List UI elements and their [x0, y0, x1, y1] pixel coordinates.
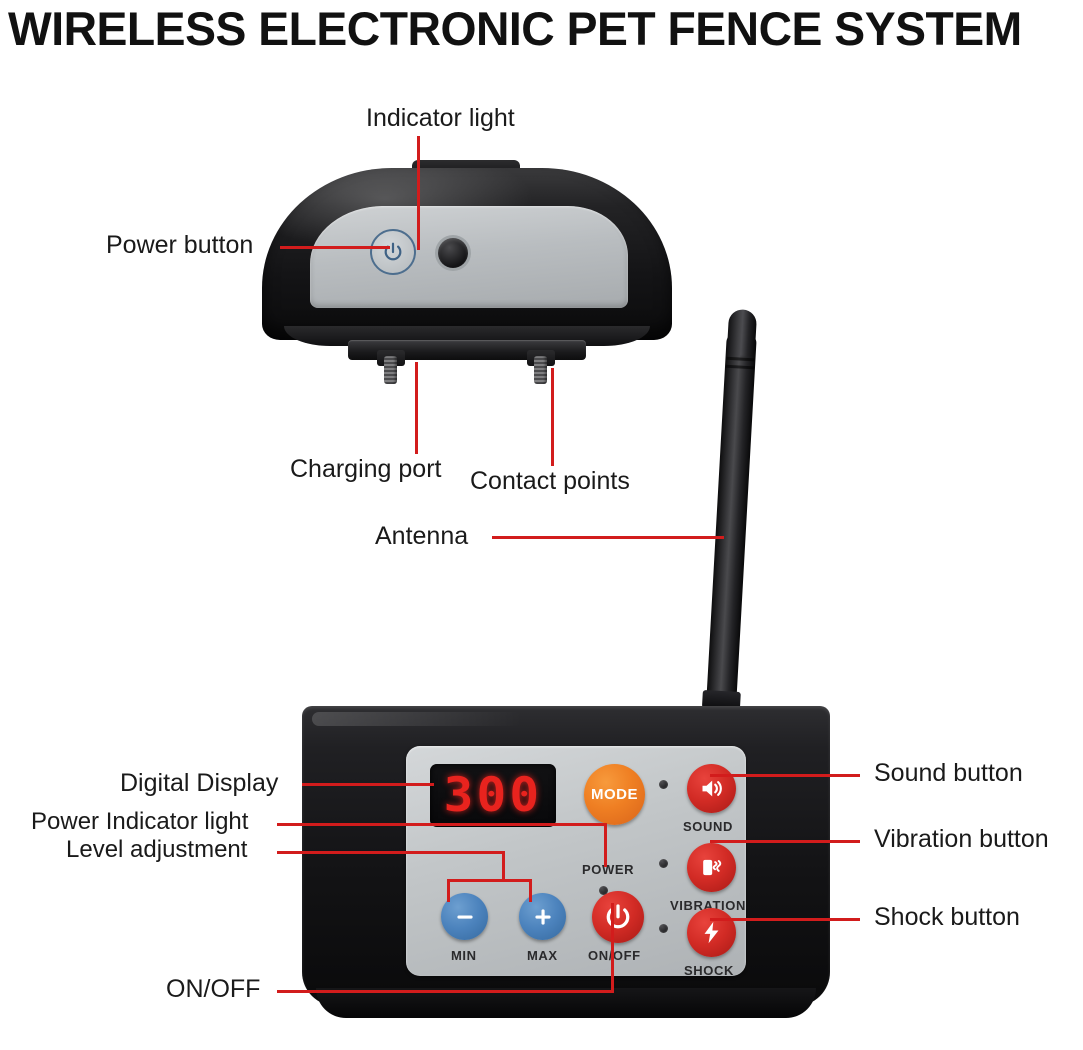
label-onoff: ON/OFF — [166, 975, 261, 1003]
charging-port-prong — [384, 356, 397, 384]
max-button[interactable] — [519, 893, 566, 940]
transmitter-top-highlight — [312, 712, 522, 726]
sound-button-label: SOUND — [683, 819, 733, 834]
leader-onoff-vertical — [611, 903, 614, 993]
label-shock-button: Shock button — [874, 903, 1020, 931]
onoff-button-label: ON/OFF — [588, 948, 641, 963]
vibration-led — [659, 859, 668, 868]
collar-indicator-light — [438, 238, 468, 268]
leader-level-horizontal — [277, 851, 505, 854]
min-button-label: MIN — [451, 948, 477, 963]
transmitter-control-panel: 300 MODE SOUND — [406, 746, 746, 978]
leader-power-indicator-vertical — [604, 823, 607, 867]
lightning-bolt-icon — [704, 921, 719, 944]
label-antenna: Antenna — [375, 522, 469, 550]
label-power-indicator-light: Power Indicator light — [31, 808, 249, 835]
leader-digital-display — [302, 783, 434, 786]
antenna-illustration — [701, 308, 758, 711]
label-sound-button: Sound button — [874, 759, 1023, 787]
vibration-button-label: VIBRATION — [670, 898, 746, 913]
shock-button-label: SHOCK — [684, 963, 734, 978]
leader-level-bracket — [447, 879, 532, 882]
label-level-adjustment: Level adjustment — [66, 836, 248, 863]
leader-antenna — [492, 536, 724, 539]
label-charging-port: Charging port — [290, 455, 442, 483]
leader-shock-button — [710, 918, 860, 921]
sound-button[interactable] — [687, 764, 736, 813]
power-indicator-label: POWER — [582, 862, 635, 877]
digital-display: 300 — [430, 764, 556, 827]
page-title: WIRELESS ELECTRONIC PET FENCE SYSTEM — [8, 2, 1022, 55]
shock-button[interactable] — [687, 908, 736, 957]
label-vibration-button: Vibration button — [874, 825, 1049, 853]
mode-button-label: MODE — [591, 786, 638, 803]
speaker-icon — [702, 780, 722, 797]
leader-level-drop — [502, 851, 505, 882]
vibration-icon — [703, 859, 722, 876]
sound-led — [659, 780, 668, 789]
power-icon — [384, 242, 402, 261]
label-indicator-light: Indicator light — [366, 104, 515, 132]
minus-icon — [456, 914, 473, 919]
vibration-button[interactable] — [687, 843, 736, 892]
leader-contact-points — [551, 368, 554, 466]
leader-onoff-horizontal — [277, 990, 614, 993]
label-power-button: Power button — [106, 231, 254, 259]
power-icon — [606, 904, 630, 929]
transmitter-base — [316, 988, 816, 1018]
leader-indicator-light — [417, 136, 420, 250]
leader-power-indicator-horizontal — [277, 823, 607, 826]
collar-receiver-illustration — [262, 160, 672, 384]
mode-button[interactable]: MODE — [584, 764, 645, 825]
power-indicator-led — [599, 886, 608, 895]
transmitter-illustration: 300 MODE SOUND — [302, 706, 830, 1028]
antenna-cap — [726, 308, 758, 357]
collar-power-button[interactable] — [370, 229, 416, 275]
antenna-rod — [706, 332, 757, 706]
leader-vibration-button — [710, 840, 860, 843]
leader-charging-port — [415, 362, 418, 454]
leader-level-to-min — [447, 879, 450, 902]
leader-level-to-max — [529, 879, 532, 902]
digital-display-value: 300 — [443, 768, 543, 823]
plus-icon — [534, 908, 551, 925]
leader-power-button — [280, 246, 390, 249]
onoff-button[interactable] — [592, 891, 644, 943]
label-contact-points: Contact points — [470, 467, 630, 495]
leader-sound-button — [710, 774, 860, 777]
collar-contact-plate — [348, 340, 586, 360]
shock-led — [659, 924, 668, 933]
label-digital-display: Digital Display — [120, 769, 279, 797]
collar-face-panel — [310, 206, 628, 308]
contact-point-prong — [534, 356, 547, 384]
max-button-label: MAX — [527, 948, 558, 963]
